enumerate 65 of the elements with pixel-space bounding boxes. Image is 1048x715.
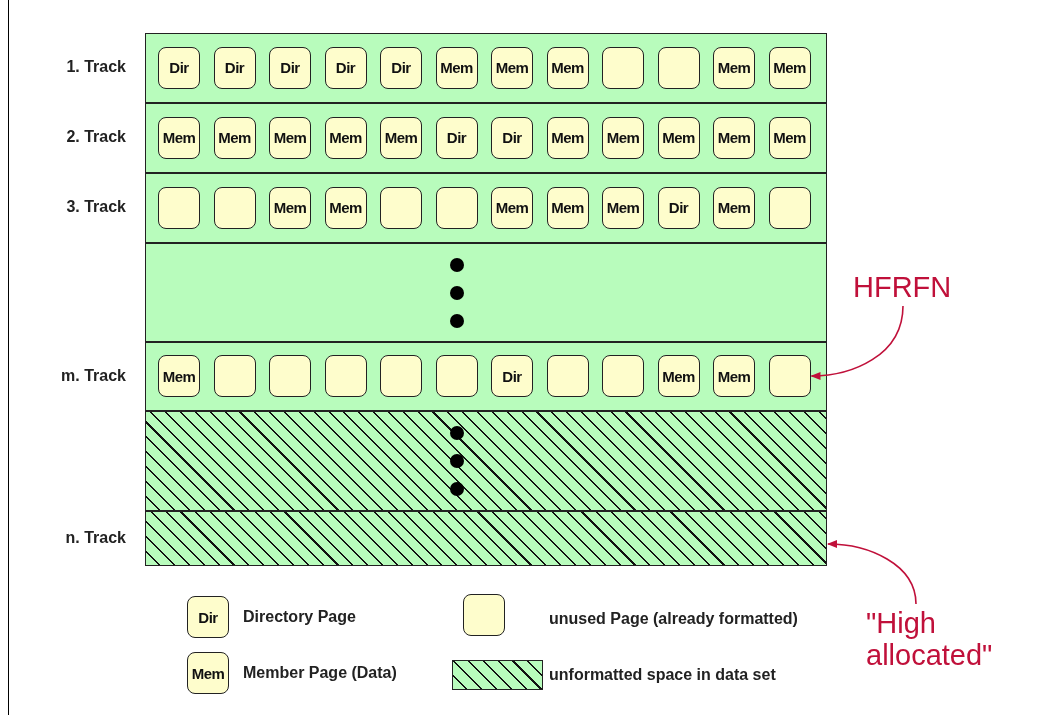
page-tile: Dir xyxy=(380,46,422,89)
page-tile xyxy=(213,355,256,397)
page-tile: Mem xyxy=(213,116,256,159)
legend-label: Directory Page xyxy=(243,608,356,626)
page-tile: Mem xyxy=(768,116,811,159)
page-tile: Mem xyxy=(435,46,478,89)
page-tile: Mem xyxy=(380,116,422,159)
page-tile: Dir xyxy=(491,355,533,397)
page-tile: Mem xyxy=(657,355,700,397)
page-tile xyxy=(158,186,200,229)
track-label: 2. Track xyxy=(66,128,126,146)
page-tile xyxy=(602,355,644,397)
page-tile: Mem xyxy=(602,116,644,159)
page-tile: Mem xyxy=(713,355,755,397)
legend-swatch: Mem xyxy=(187,652,229,694)
page-tile: Mem xyxy=(324,116,367,159)
legend-label: unused Page (already formatted) xyxy=(549,610,798,628)
page-tile: Mem xyxy=(324,186,367,229)
legend-swatch: Dir xyxy=(187,596,229,638)
page-tile: Mem xyxy=(713,186,755,229)
page-tile xyxy=(768,186,811,229)
legend-label: unformatted space in data set xyxy=(549,666,776,684)
page-tile: Dir xyxy=(324,46,367,89)
callout-text: HFRFN xyxy=(853,272,952,304)
page-tile xyxy=(435,355,478,397)
page-tile: Mem xyxy=(713,46,755,89)
track-band xyxy=(145,243,827,342)
page-tile: Mem xyxy=(158,355,200,397)
page-tile: Dir xyxy=(213,46,256,89)
page-tile: Mem xyxy=(546,186,589,229)
page-tile xyxy=(602,46,644,89)
page-tile: Dir xyxy=(158,46,200,89)
page-tile: Dir xyxy=(657,186,700,229)
page-tile xyxy=(380,186,422,229)
page-tile xyxy=(768,355,811,397)
page-tile: Dir xyxy=(491,116,533,159)
page-tile xyxy=(546,355,589,397)
track-label: m. Track xyxy=(61,366,126,385)
callout-text: "High allocated" xyxy=(866,608,1016,672)
track-label: 3. Track xyxy=(66,198,126,216)
page-tile: Dir xyxy=(269,46,311,89)
page-tile xyxy=(269,355,311,397)
page-tile: Mem xyxy=(491,186,533,229)
page-tile xyxy=(435,186,478,229)
page-tile: Mem xyxy=(657,116,700,159)
page-tile: Mem xyxy=(546,46,589,89)
leader-line xyxy=(810,305,904,380)
page-tile xyxy=(380,355,422,397)
page-tile xyxy=(324,355,367,397)
page-tile xyxy=(213,186,256,229)
legend-label: Member Page (Data) xyxy=(243,664,397,682)
page-tile: Mem xyxy=(602,186,644,229)
page-tile: Dir xyxy=(435,116,478,159)
page-tile: Mem xyxy=(269,186,311,229)
page-tile: Mem xyxy=(768,46,811,89)
unformatted-track-band xyxy=(145,411,827,511)
track-label: 1. Track xyxy=(66,58,126,76)
page-tile: Mem xyxy=(713,116,755,159)
page-tile: Mem xyxy=(158,116,200,159)
page-tile: Mem xyxy=(269,116,311,159)
page-tile: Mem xyxy=(491,46,533,89)
page-tile: Mem xyxy=(546,116,589,159)
track-label: n. Track xyxy=(65,528,126,547)
page-tile xyxy=(657,46,700,89)
leader-line xyxy=(827,540,917,605)
